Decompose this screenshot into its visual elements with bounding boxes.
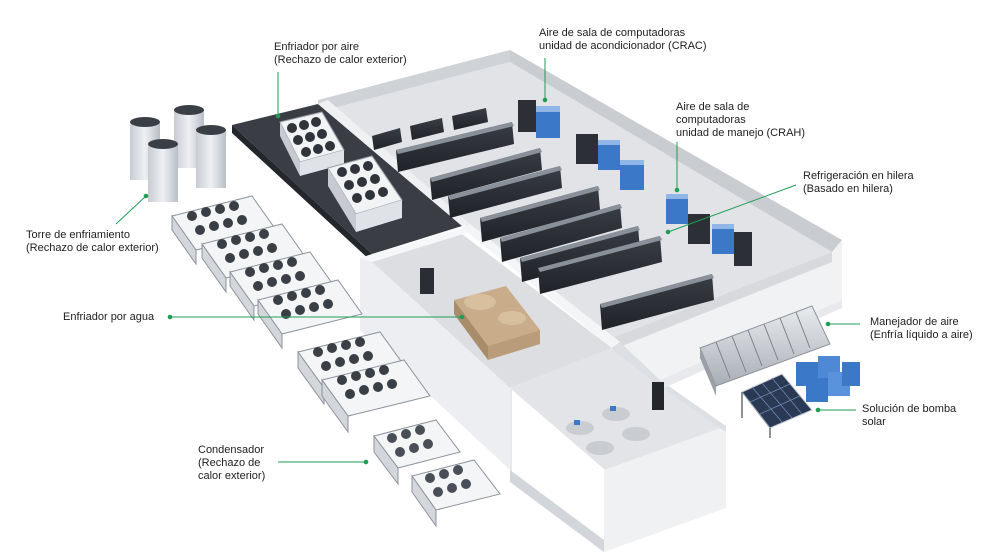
- label-air-handler: Manejador de aire (Enfría líquido a aire…: [870, 316, 973, 341]
- air-chiller-fans: [287, 117, 388, 203]
- rack-row-8: [600, 274, 714, 330]
- solar-pump-solution: [741, 356, 860, 438]
- rack-row-2: [430, 148, 542, 200]
- label-water-chiller: Enfriador por agua: [63, 311, 155, 323]
- label-crac: Aire de sala de computadoras unidad de a…: [539, 27, 707, 52]
- office-room-front-wall: [604, 426, 726, 552]
- leader-in-row: [667, 184, 797, 233]
- central-water-chiller: [420, 268, 540, 360]
- label-solar-pump: Solución de bomba solar: [862, 403, 957, 428]
- label-cooling-tower: Torre de enfriamiento (Rechazo de calor …: [26, 229, 159, 254]
- air-handler-unit: [699, 305, 831, 396]
- rack-row-7: [538, 236, 662, 294]
- control-room-furniture: [566, 382, 664, 455]
- rack-row-5: [500, 204, 622, 262]
- server-room-back-wall: [318, 50, 510, 112]
- crac-crah-units: [518, 100, 752, 266]
- cooling-towers: [130, 105, 226, 202]
- label-crah: Aire de sala de computadoras unidad de m…: [676, 101, 806, 139]
- label-condenser: Condensador (Rechazo de calor exterior): [198, 444, 266, 482]
- condenser-fans: [387, 425, 471, 497]
- water-chiller-fans: [187, 201, 397, 399]
- air-cooled-chillers: [279, 111, 403, 232]
- rack-row-3: [448, 166, 562, 218]
- mechanical-room-left-wall: [360, 254, 510, 470]
- label-air-chiller: Enfriador por aire (Rechazo de calor ext…: [274, 41, 407, 66]
- rack-row-4: [480, 186, 600, 242]
- label-in-row: Refrigeración en hilera (Basado en hiler…: [803, 170, 914, 195]
- server-racks: [372, 108, 714, 330]
- rack-row-1: [396, 122, 514, 172]
- leader-cooling-tower: [115, 195, 147, 225]
- server-room-right-wall: [510, 50, 842, 252]
- leader-lines: [115, 58, 860, 465]
